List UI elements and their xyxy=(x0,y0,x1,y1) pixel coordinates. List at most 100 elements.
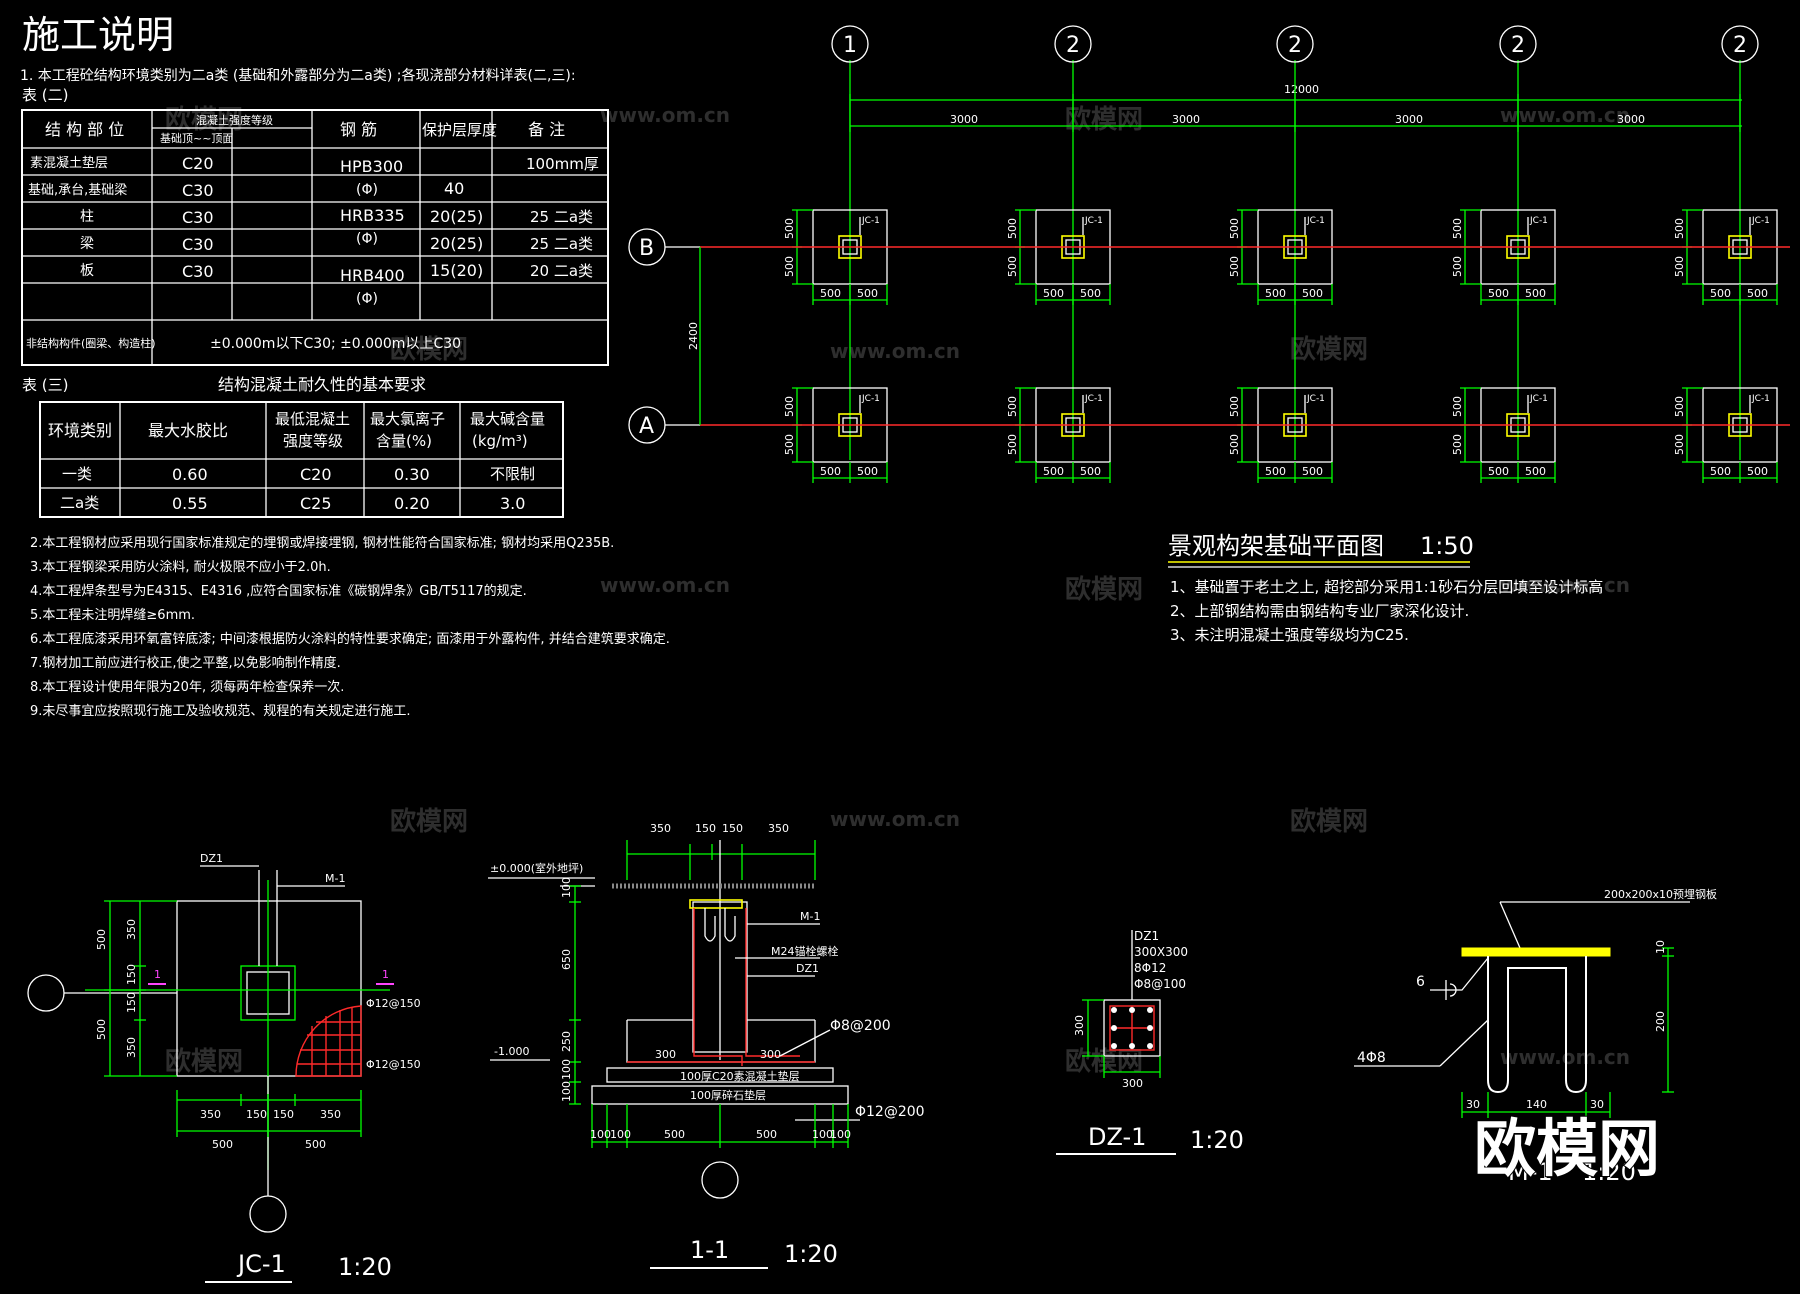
t3-h-alk-1: 最大碱含量 xyxy=(470,410,545,428)
t2-h-note: 备 注 xyxy=(528,120,565,139)
table-3-label: 表 (三) xyxy=(22,376,68,394)
plan-title: 景观构架基础平面图 xyxy=(1168,532,1384,560)
plan-span-dim-2: 3000 xyxy=(1172,113,1200,126)
sec11-dim-300a: 300 xyxy=(655,1048,676,1061)
t2-h-cover: 保护层厚度 xyxy=(422,121,497,139)
footing-dim-h: 500 xyxy=(1080,287,1101,300)
sec11-pedestal xyxy=(692,901,748,1053)
sec11-layer-1: 100厚C20素混凝土垫层 xyxy=(680,1069,800,1083)
jc1-dim-v-2: 350 xyxy=(125,919,138,940)
t2-r1-part: 基础,承台,基础梁 xyxy=(28,183,127,198)
jc1-axis-bubble-left xyxy=(27,974,65,1012)
footing-tag: JC-1 xyxy=(1529,216,1548,226)
t3-r1-c4: 3.0 xyxy=(500,494,525,513)
t2-h-grade: 混凝土强度等级 xyxy=(196,113,273,127)
jc1-rebar-1: Φ12@150 xyxy=(366,997,421,1010)
t3-r0-c1: 0.60 xyxy=(172,465,208,484)
t2-r0-part: 素混凝土垫层 xyxy=(30,155,108,171)
t3-h-cl-1: 最大氯离子 xyxy=(370,410,445,428)
sec11-bot-dim-4: 500 xyxy=(756,1128,777,1141)
footing-dim-h: 500 xyxy=(1302,287,1323,300)
t2-steel-1-sym: (Φ) xyxy=(356,182,378,198)
sec11-bot-dim-5: 100 xyxy=(812,1128,833,1141)
t2-r3-grade: C30 xyxy=(182,235,214,254)
footing-dim-v: 500 xyxy=(1673,396,1686,417)
table-3-title: 结构混凝土耐久性的基本要求 xyxy=(218,375,426,394)
footing-dim-v: 500 xyxy=(1228,256,1241,277)
footing-dim-h: 500 xyxy=(1043,465,1064,478)
footing-dim-h: 500 xyxy=(1080,465,1101,478)
dz1-dim-v: 300 xyxy=(1073,1015,1086,1036)
sec11-layer-2: 100厚碎石垫层 xyxy=(690,1088,766,1102)
t2-steel-3-sym: (Φ) xyxy=(356,291,378,307)
t2-r4-cover: 15(20) xyxy=(430,261,483,280)
drawing-title: 施工说明 xyxy=(22,13,174,57)
t3-h-wb: 最大水胶比 xyxy=(148,421,228,440)
t2-r4-note: 20 二a类 xyxy=(530,262,593,280)
sec11-top-dim-2: 150 xyxy=(695,822,716,835)
axis-col-label: 2 xyxy=(1511,33,1525,58)
t2-steel-1: HPB300 xyxy=(340,157,403,176)
footing-tag: JC-1 xyxy=(1529,394,1548,404)
axis-b-label: B xyxy=(639,236,654,261)
t2-misc-b: ±0.000m以上C30 xyxy=(340,336,461,352)
footing-dim-h: 500 xyxy=(1488,287,1509,300)
plan-span-dim-4: 3000 xyxy=(1617,113,1645,126)
sec11-top-dim-1: 350 xyxy=(650,822,671,835)
t2-h-part: 结 构 部 位 xyxy=(45,120,124,139)
note-1: 1. 本工程砼结构环境类别为二a类 (基础和外露部分为二a类) ;各现浇部分材料… xyxy=(20,67,576,84)
axis-col-label: 2 xyxy=(1288,33,1302,58)
t2-r0-note: 100mm厚 xyxy=(526,155,599,173)
footing-dim-h: 500 xyxy=(1488,465,1509,478)
jc1-dim-h-2: 150 xyxy=(246,1108,267,1121)
t3-h-grade-1: 最低混凝土 xyxy=(275,410,350,428)
m1-dim-10: 10 xyxy=(1654,940,1667,954)
brand-logo: 欧模网 xyxy=(1474,1112,1660,1185)
footing-tag: JC-1 xyxy=(861,394,880,404)
note-3: 3.本工程钢梁采用防火涂料, 耐火极限不应小于2.0h. xyxy=(30,559,331,575)
note-6: 6.本工程底漆采用环氧富锌底漆; 中间漆根据防火涂料的特性要求确定; 面漆用于外… xyxy=(30,631,670,647)
footing-dim-h: 500 xyxy=(857,287,878,300)
sec11-tag-bolt: M24锚栓螺栓 xyxy=(771,944,839,958)
plan-total-dim: 12000 xyxy=(1284,83,1319,96)
sec11-bot-dim-2: 100 xyxy=(610,1128,631,1141)
m1-bot-dim-1: 30 xyxy=(1466,1098,1480,1111)
m1-scale: 1:20 xyxy=(1582,1158,1636,1186)
sec11-level-0: ±0.000(室外地坪) xyxy=(490,861,583,875)
watermark: 欧模网 xyxy=(165,1046,243,1077)
plan-span-dim-3: 3000 xyxy=(1395,113,1423,126)
table-3: 表 (三) 结构混凝土耐久性的基本要求 环境类别 最大水胶比 最低混凝土 强度等… xyxy=(22,375,564,518)
footing-dim-h: 500 xyxy=(1747,465,1768,478)
t3-r0-c0: 一类 xyxy=(62,465,92,483)
footing-dim-h: 500 xyxy=(1747,287,1768,300)
t2-misc-a: ±0.000m以下C30; xyxy=(210,336,336,352)
footing-dim-v: 500 xyxy=(1006,256,1019,277)
t2-r4-part: 板 xyxy=(80,263,94,279)
footing-tag: JC-1 xyxy=(1751,216,1770,226)
footing-dim-h: 500 xyxy=(1710,287,1731,300)
sec11-axis-bubble xyxy=(701,1161,739,1199)
t3-r1-c2: C25 xyxy=(300,494,332,513)
sec11-bot-dim-3: 500 xyxy=(664,1128,685,1141)
plan-note-3: 3、未注明混凝土强度等级均为C25. xyxy=(1170,626,1409,644)
t2-r0-grade: C20 xyxy=(182,154,214,173)
table-2-label: 表 (二) xyxy=(22,86,68,104)
watermark-url: www.om.cn xyxy=(830,807,960,831)
footing-dim-h: 500 xyxy=(820,465,841,478)
footing-dim-h: 500 xyxy=(857,465,878,478)
sec11-embed-plate xyxy=(689,899,743,909)
plan-note-1: 1、基础置于老土之上, 超挖部分采用1:1砂石分层回填至设计标高 xyxy=(1170,578,1603,596)
sec11-v-dim-3: 250 xyxy=(560,1031,573,1052)
footing-dim-v: 500 xyxy=(1006,218,1019,239)
dz1-line-3: 8Φ12 xyxy=(1134,961,1166,975)
note-7: 7.钢材加工前应进行校正,使之平整,以免影响制作精度. xyxy=(30,655,341,671)
footing-dim-h: 500 xyxy=(1525,465,1546,478)
sec11-v-dim-5: 100 xyxy=(560,1081,573,1102)
axis-col-bubble xyxy=(1276,25,1314,63)
jc1-rebar-mesh xyxy=(295,1005,362,1077)
sec11-rebar-b: Φ12@200 xyxy=(855,1104,925,1120)
jc1-dim-h2-1: 500 xyxy=(212,1138,233,1151)
dz1-name: DZ-1 xyxy=(1088,1123,1146,1151)
footing-dim-v: 500 xyxy=(1228,434,1241,455)
sec11-tag-m: M-1 xyxy=(800,910,820,923)
